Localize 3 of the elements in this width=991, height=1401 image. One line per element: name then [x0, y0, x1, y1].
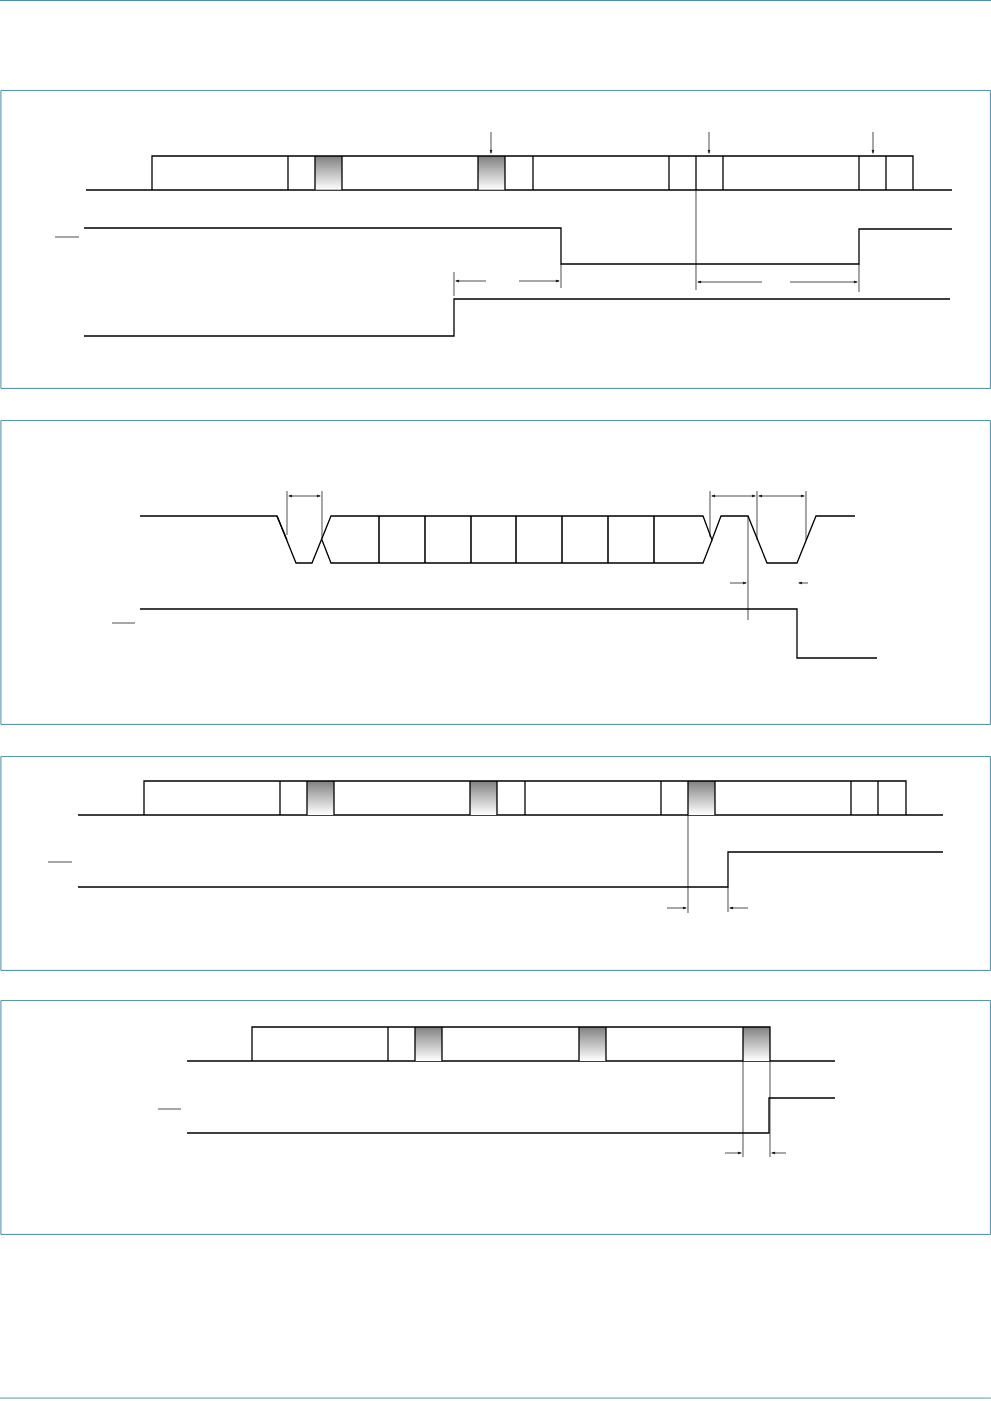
panel-frame — [0, 1000, 991, 1235]
panel-frame — [0, 420, 991, 725]
panel-frame — [0, 756, 991, 971]
